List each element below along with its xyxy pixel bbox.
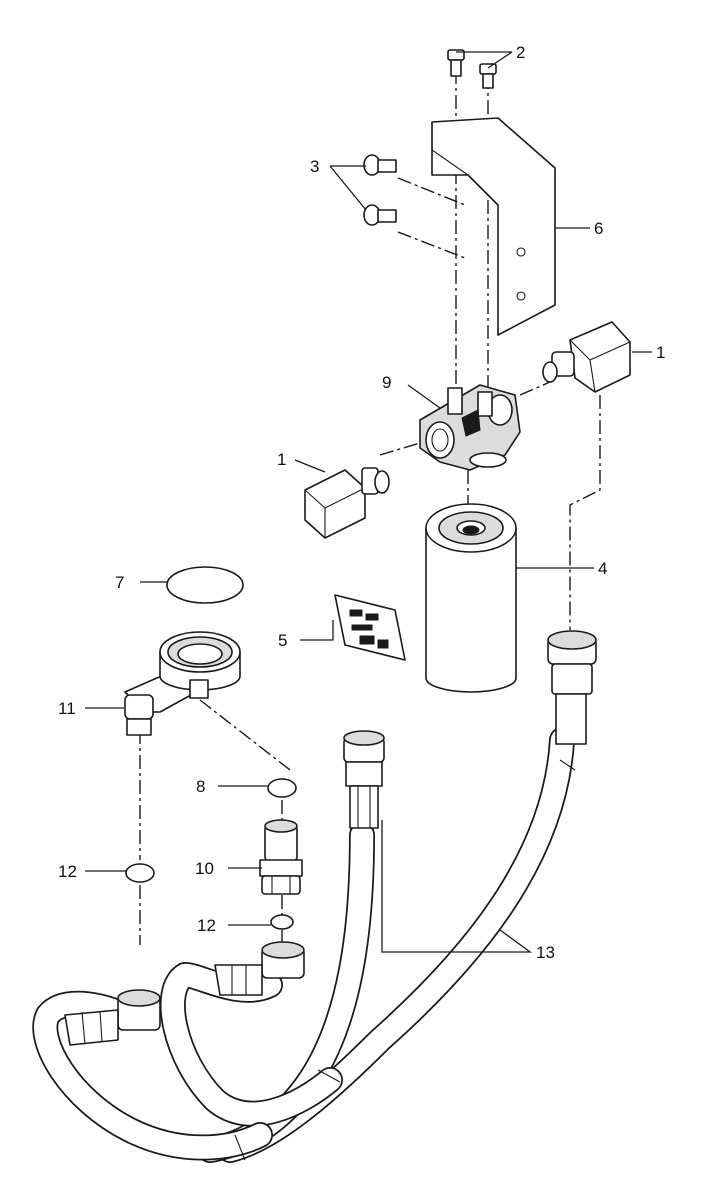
o-ring-12-left xyxy=(125,863,155,883)
o-ring-12-center xyxy=(270,914,294,930)
callout-7: 7 xyxy=(115,573,124,592)
callout-6: 6 xyxy=(594,219,603,238)
bolt-pair xyxy=(447,49,497,89)
o-ring-8 xyxy=(267,778,297,798)
callout-1-left: 1 xyxy=(277,450,286,469)
nipple-fitting xyxy=(259,819,303,895)
adapter-fitting xyxy=(124,631,241,736)
callout-12-left: 12 xyxy=(58,862,77,881)
leader-lines xyxy=(85,51,652,953)
callout-9: 9 xyxy=(382,373,391,392)
hose-assembly xyxy=(32,727,576,1163)
sensor-left xyxy=(304,467,390,539)
callout-12-center: 12 xyxy=(197,916,216,935)
filter-cartridge xyxy=(425,503,517,693)
filter-head xyxy=(419,384,521,471)
callout-10: 10 xyxy=(195,859,214,878)
callout-13: 13 xyxy=(536,943,555,962)
callout-8: 8 xyxy=(196,777,205,796)
mounting-bracket xyxy=(431,117,556,336)
filter-decal xyxy=(334,594,406,661)
callout-2: 2 xyxy=(516,43,525,62)
callout-3: 3 xyxy=(310,157,319,176)
callout-4: 4 xyxy=(598,559,607,578)
callout-labels: 2 3 6 1 9 1 4 7 5 11 8 12 10 12 13 xyxy=(58,43,665,962)
o-ring-large xyxy=(166,566,244,604)
callout-5: 5 xyxy=(278,631,287,650)
callout-11: 11 xyxy=(58,699,76,718)
screw-pair xyxy=(363,154,397,226)
callout-1-right: 1 xyxy=(656,343,665,362)
hose-end-fittings xyxy=(64,630,597,1046)
sensor-right xyxy=(542,321,631,393)
